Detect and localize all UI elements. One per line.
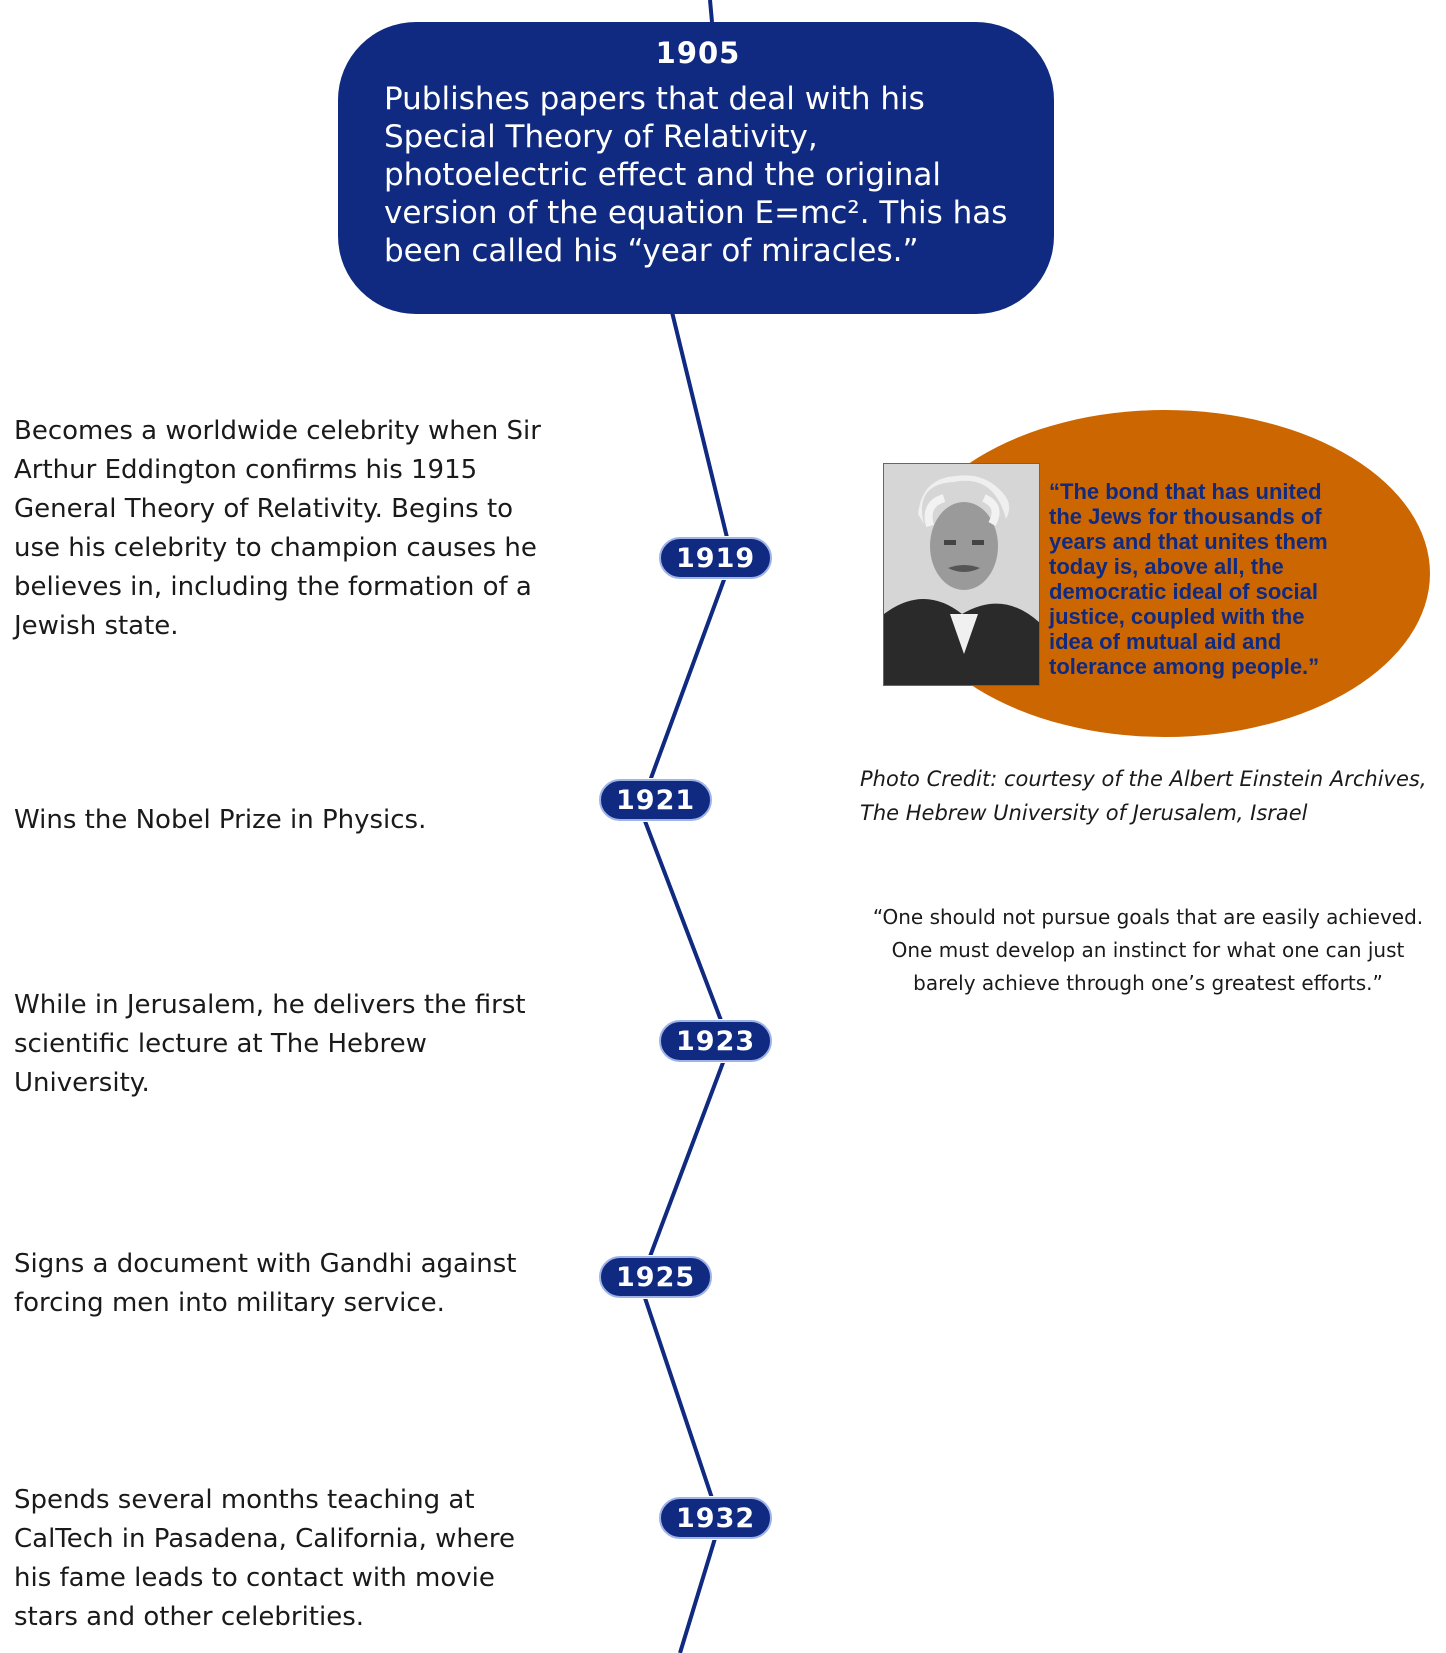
year-pill-1921: 1921 (599, 779, 713, 821)
photo-credit: Photo Credit: courtesy of the Albert Ein… (860, 767, 1427, 825)
event-1925-text: Signs a document with Gandhi against for… (14, 1249, 517, 1318)
event-1921-text: Wins the Nobel Prize in Physics. (14, 805, 427, 835)
year-1905-bubble: 1905 Publishes papers that deal with his… (338, 22, 1054, 314)
bubble-description: Publishes papers that deal with his Spec… (384, 81, 1008, 269)
bubble-year-label: 1905 (655, 36, 741, 70)
year-pill-1925: 1925 (599, 1256, 713, 1298)
event-1923-text: While in Jerusalem, he delivers the firs… (14, 990, 526, 1098)
einstein-quote: “One should not pursue goals that are ea… (872, 905, 1424, 995)
oval-quote-text: “The bond that has united the Jews for t… (1049, 479, 1328, 679)
event-1932-text: Spends several months teaching at CalTec… (14, 1485, 515, 1632)
event-1919-text: Becomes a worldwide celebrity when Sir A… (14, 416, 541, 641)
year-pill-1932: 1932 (659, 1497, 773, 1539)
year-pill-1919: 1919 (659, 537, 773, 579)
einstein-portrait-image (883, 463, 1040, 686)
year-pill-1923: 1923 (659, 1020, 773, 1062)
